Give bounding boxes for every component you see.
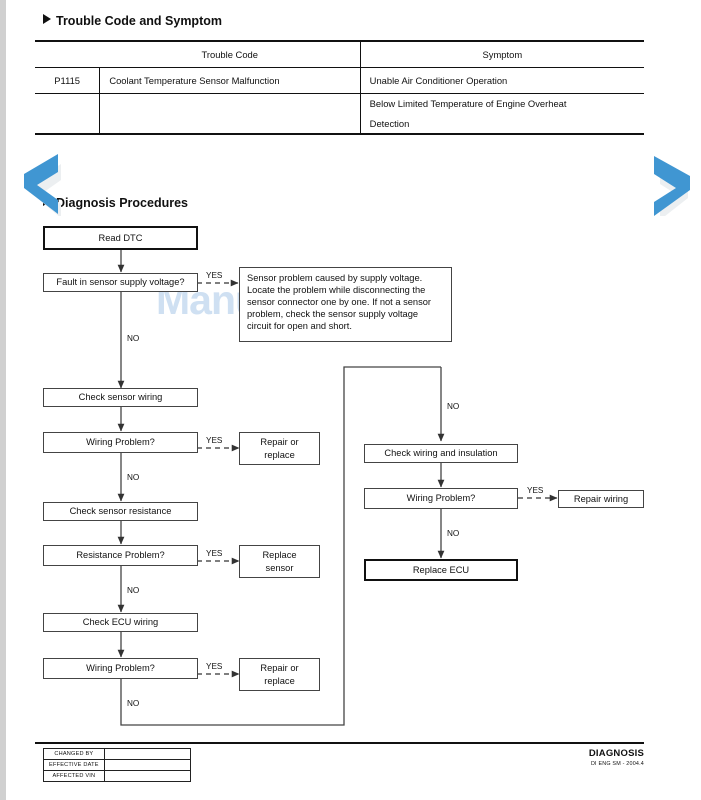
node-check-ecu-wiring[interactable]: Check ECU wiring [43,613,198,632]
node-replace-sensor-line1: Replace [262,550,297,561]
footer-label-affected-vin: AFFECTED VIN [43,770,105,782]
chevron-left-icon[interactable] [14,150,70,216]
trouble-code-table: Trouble Code Symptom P1115 Coolant Tempe… [35,40,644,135]
table-row: P1115 Coolant Temperature Sensor Malfunc… [35,67,644,94]
node-wiring-problem-1[interactable]: Wiring Problem? [43,432,198,453]
footer-value-effective-date[interactable] [103,759,192,771]
cell-description-empty-2 [99,113,361,135]
edge-label-yes-2: YES [206,436,223,445]
footer-value-changed-by[interactable] [103,748,192,760]
node-wiring-problem-3[interactable]: Wiring Problem? [364,488,518,509]
node-repair-or-replace-1-line1: Repair or [260,437,299,448]
cell-symptom-line1: Below Limited Temperature of Engine Over… [359,93,644,114]
section-heading-diagnosis-label: Diagnosis Procedures [56,196,188,210]
cell-symptom: Unable Air Conditioner Operation [359,67,644,94]
footer-label-changed-by: CHANGED BY [43,748,105,760]
node-supply-voltage-note: Sensor problem caused by supply voltage.… [239,267,452,342]
edge-label-no-2: NO [127,473,140,482]
footer-row-affected-vin: AFFECTED VIN [43,770,192,782]
footer-value-affected-vin[interactable] [103,770,192,782]
footer-rule [35,742,644,744]
flowchart-connectors [117,250,558,726]
footer-row-effective-date: EFFECTIVE DATE [43,759,192,771]
cell-description-empty [99,93,361,114]
node-check-wiring-and-insulation[interactable]: Check wiring and insulation [364,444,518,463]
edge-label-no-5: NO [447,402,460,411]
node-repair-or-replace-1-line2: replace [264,449,295,460]
edge-label-yes-4: YES [206,662,223,671]
footer-row-changed-by: CHANGED BY [43,748,192,760]
section-heading-trouble-code: Trouble Code and Symptom [43,14,222,28]
cell-trouble-code: P1115 [35,67,100,94]
table-header-row: Trouble Code Symptom [35,40,644,68]
node-read-dtc[interactable]: Read DTC [43,226,198,250]
previous-page-arrow[interactable] [14,150,70,216]
node-replace-ecu[interactable]: Replace ECU [364,559,518,581]
node-wiring-problem-2[interactable]: Wiring Problem? [43,658,198,679]
node-replace-sensor[interactable]: Replace sensor [239,545,320,578]
node-resistance-problem[interactable]: Resistance Problem? [43,545,198,566]
edge-label-no-4: NO [127,699,140,708]
node-repair-or-replace-1[interactable]: Repair or replace [239,432,320,465]
footer-title: DIAGNOSIS [588,748,644,759]
node-repair-or-replace-2[interactable]: Repair or replace [239,658,320,691]
table-row: Below Limited Temperature of Engine Over… [35,93,644,114]
next-page-arrow[interactable] [646,150,701,216]
cell-trouble-code-empty [35,93,100,114]
section-heading-trouble-code-label: Trouble Code and Symptom [56,14,222,28]
node-repair-or-replace-2-line1: Repair or [260,663,299,674]
triangle-bullet-icon [43,14,51,24]
node-repair-or-replace-2-line2: replace [264,675,295,686]
footer-revision-table: CHANGED BY EFFECTIVE DATE AFFECTED VIN [43,748,192,782]
footer-label-effective-date: EFFECTIVE DATE [43,759,105,771]
edge-label-yes-5: YES [527,486,544,495]
chevron-right-icon[interactable] [646,150,701,216]
cell-description: Coolant Temperature Sensor Malfunction [99,67,361,94]
cell-symptom-line2: Detection [359,113,644,135]
node-replace-sensor-line2: sensor [265,562,294,573]
page-sheet: Manualslib.com Trouble Code and Symptom … [6,0,701,800]
edge-label-no-6: NO [447,529,460,538]
node-check-sensor-resistance[interactable]: Check sensor resistance [43,502,198,521]
header-spacer-cell [35,40,100,68]
table-row: Detection [35,113,644,135]
header-symptom: Symptom [359,40,644,68]
node-check-sensor-wiring[interactable]: Check sensor wiring [43,388,198,407]
edge-label-yes-1: YES [206,271,223,280]
node-repair-wiring[interactable]: Repair wiring [558,490,644,508]
edge-label-yes-3: YES [206,549,223,558]
edge-label-no-1: NO [127,334,140,343]
header-trouble-code: Trouble Code [99,40,361,68]
edge-label-no-3: NO [127,586,140,595]
footer-subtitle: DI ENG SM - 2004.4 [590,761,644,767]
cell-trouble-code-empty-2 [35,113,100,135]
node-fault-in-sensor-supply-voltage[interactable]: Fault in sensor supply voltage? [43,273,198,292]
